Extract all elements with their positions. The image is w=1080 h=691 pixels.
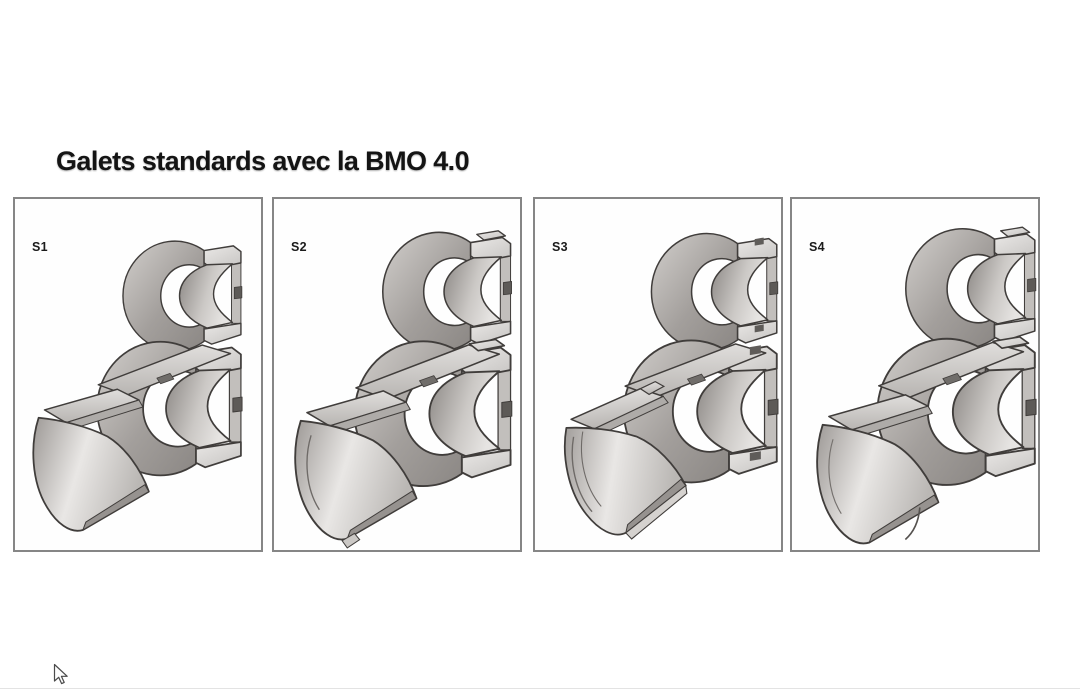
roller-set-illustration-s3 — [556, 199, 781, 547]
panel-label-s2: S2 — [291, 240, 307, 254]
panel-s2: S2 — [272, 197, 522, 552]
bottom-edge-divider — [0, 688, 1080, 689]
panel-s1: S1 — [13, 197, 263, 552]
roller-set-illustration-s1 — [32, 199, 261, 532]
roller-set-illustration-s4 — [816, 199, 1038, 545]
roller-set-illustration-s2 — [294, 199, 520, 549]
panel-s4: S4 — [790, 197, 1040, 552]
panel-label-s4: S4 — [809, 240, 825, 254]
panel-label-s3: S3 — [552, 240, 568, 254]
panel-label-s1: S1 — [32, 240, 48, 254]
mouse-cursor-arrow-icon — [53, 663, 68, 685]
slide-title: Galets standards avec la BMO 4.0 — [56, 146, 470, 177]
panel-s3: S3 — [533, 197, 783, 552]
